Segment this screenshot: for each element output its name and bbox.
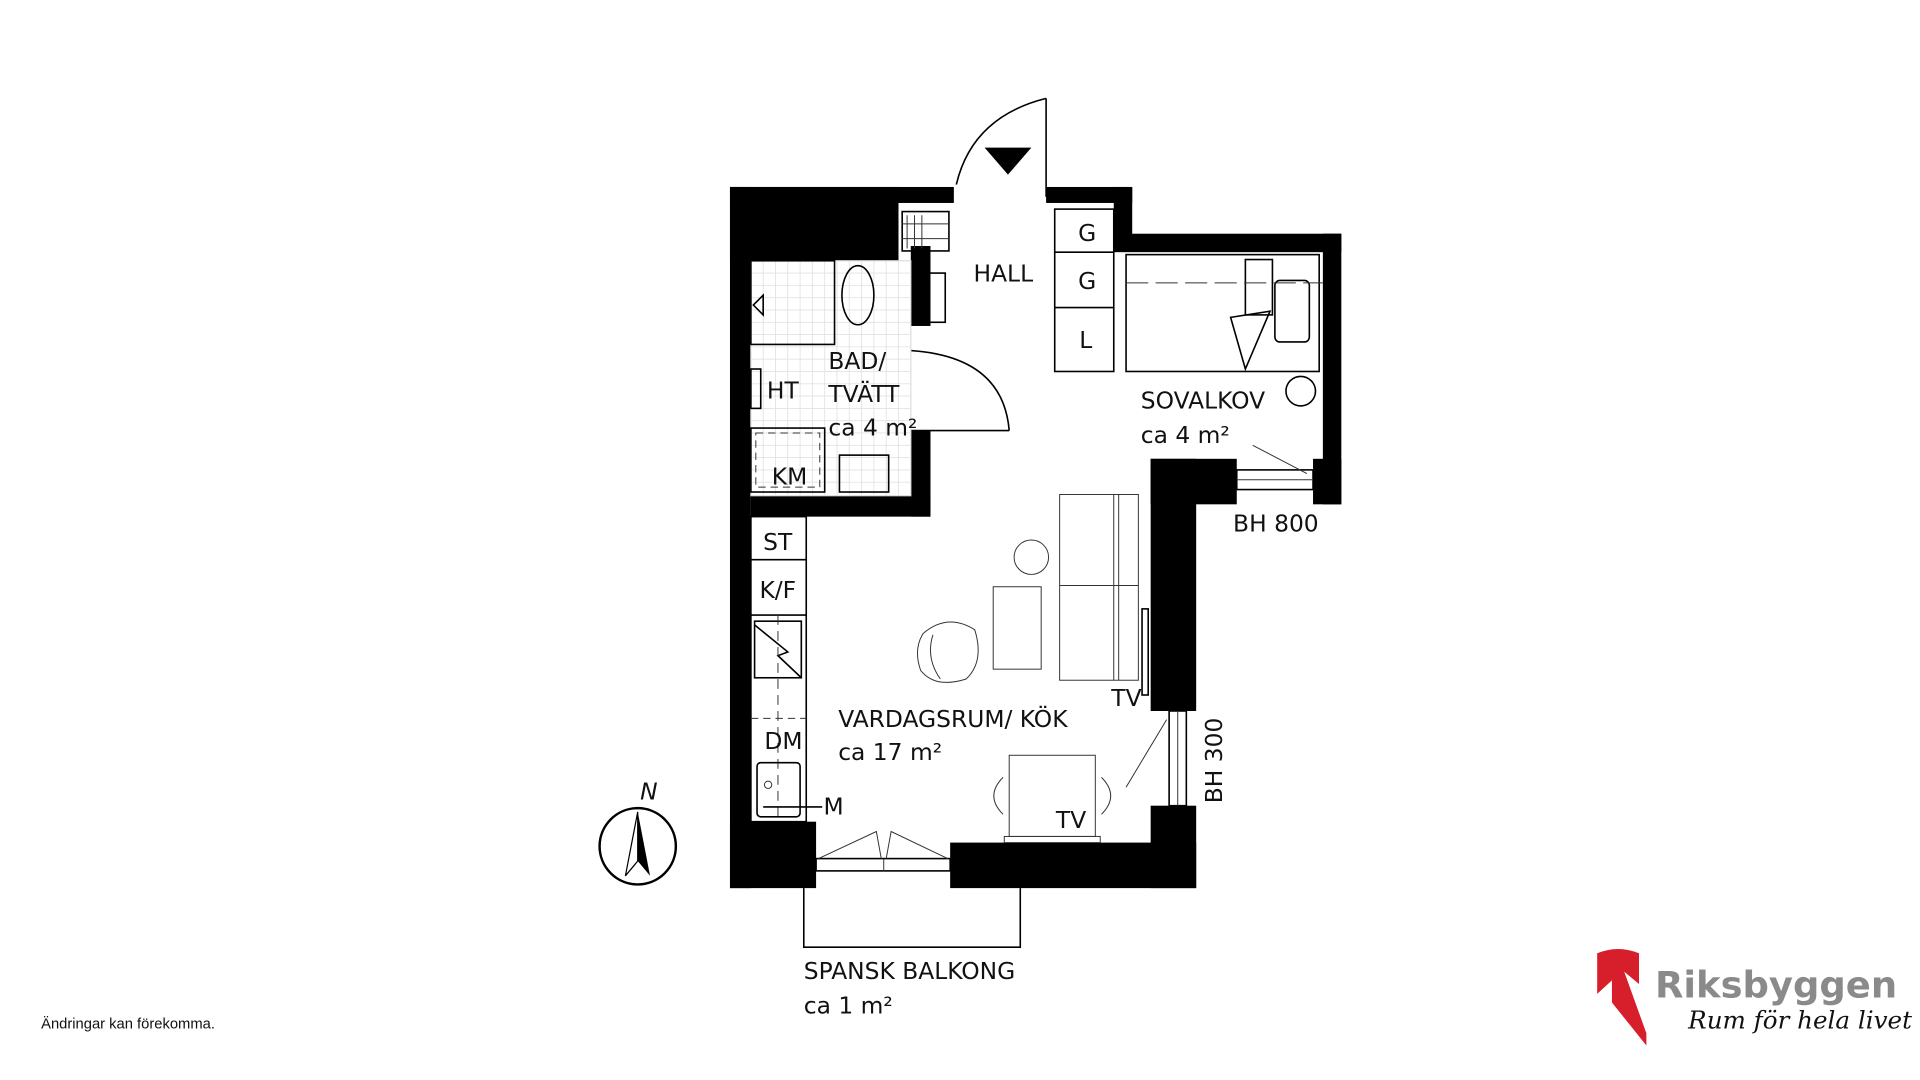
room-label-balcony: SPANSK BALKONG: [804, 957, 1015, 985]
room-area-living: ca 17 m²: [838, 738, 942, 766]
walls: [729, 186, 1342, 889]
room-area-bedroom: ca 4 m²: [1141, 421, 1230, 449]
wardrobes: [1053, 208, 1115, 373]
closet-label: G: [1078, 219, 1096, 247]
bathroom-tiles: [750, 259, 928, 515]
window-label: BH 800: [1233, 509, 1319, 537]
bed: [1125, 253, 1323, 407]
entrance-arrow-icon: [984, 147, 1032, 175]
room-label-bath-2: TVÄTT: [827, 380, 900, 408]
room-label-bath: BAD/: [828, 347, 886, 375]
svg-text:Rum för hela livet: Rum för hela livet: [1687, 1005, 1912, 1034]
compass-icon: N: [598, 778, 678, 886]
windows: [815, 444, 1314, 872]
fixture-ht: HT: [767, 377, 800, 405]
fixture-kf: K/F: [759, 576, 796, 604]
fixture-km: KM: [772, 463, 807, 491]
kitchen-counter: [750, 515, 823, 823]
room-area-balcony: ca 1 m²: [804, 992, 893, 1020]
window-label: BH 300: [1200, 718, 1228, 804]
balcony-outline: [802, 888, 1022, 948]
bathroom-door[interactable]: [910, 349, 1010, 432]
fixture-tv: TV: [1055, 806, 1086, 834]
fixture-tv: TV: [1110, 684, 1141, 712]
fixture-dm: DM: [764, 727, 802, 755]
room-area-bath: ca 4 m²: [828, 413, 917, 441]
fixture-st: ST: [763, 528, 793, 556]
closet-label: L: [1079, 326, 1092, 354]
room-label-living: VARDAGSRUM/ KÖK: [838, 705, 1068, 733]
toilet-icon: [841, 264, 875, 326]
closet-label: G: [1078, 267, 1096, 295]
furniture: [818, 493, 1150, 860]
room-label-hall: HALL: [974, 260, 1034, 288]
shoe-rack: [901, 210, 950, 252]
riksbyggen-logo: Riksbyggen Rum för hela livet: [1597, 948, 1912, 1046]
svg-text:Riksbyggen: Riksbyggen: [1655, 964, 1897, 1007]
room-label-bedroom: SOVALKOV: [1141, 386, 1265, 414]
fixture-m: M: [823, 792, 843, 820]
disclaimer: Ändringar kan förekomma.: [41, 1015, 215, 1032]
svg-text:N: N: [640, 778, 657, 806]
entrance-door[interactable]: [955, 97, 1047, 197]
